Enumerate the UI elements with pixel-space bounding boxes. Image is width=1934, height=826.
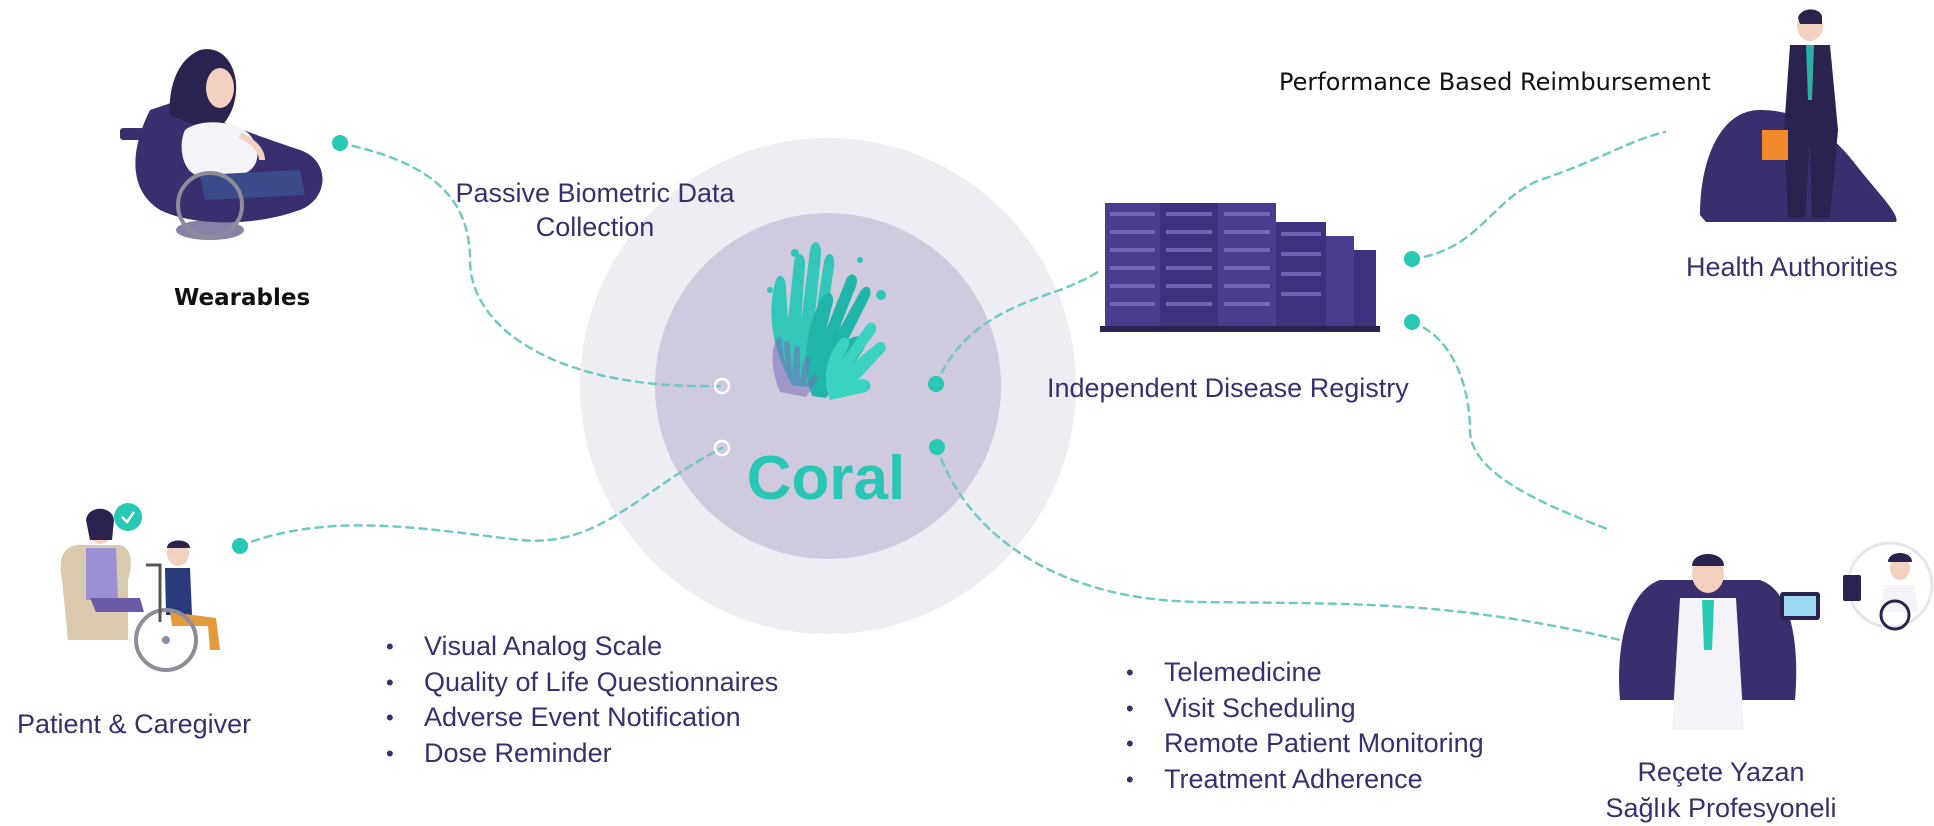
connector-registry [934,268,1102,386]
coral-wordmark: Coral [747,444,905,513]
patient-caregiver-illustration [60,503,220,672]
prescriber-line-2: Sağlık Profesyoneli [1605,793,1837,823]
list-item: Quality of Life Questionnaires [386,665,778,701]
wearables-label: Wearables [174,285,311,311]
dot-registry-left [928,376,944,392]
official-person-illustration [1700,9,1897,222]
doctor-telehealth-illustration [1619,541,1934,730]
patient-caregiver-label: Patient & Caregiver [17,709,252,739]
prescriber-line-1: Reçete Yazan [1637,757,1805,787]
connector-registry-clinician [1410,320,1612,532]
health-authorities-label: Health Authorities [1686,252,1898,282]
coral-hands-logo: Coral [747,242,905,513]
wearable-user-illustration [120,49,323,240]
passive-data-line-2: Collection [535,212,655,242]
registry-label: Independent Disease Registry [1047,373,1409,403]
dot-clinician-left [929,439,945,455]
connector-authorities [1410,130,1667,261]
passive-data-line-1: Passive Biometric Data [455,178,735,208]
server-rack-illustration [1100,203,1380,332]
list-item: Treatment Adherence [1126,762,1484,798]
dot-patient [232,538,248,554]
open-dot-patient [713,439,731,457]
list-item: Visual Analog Scale [386,629,778,665]
passive-data-label: Passive Biometric Data Collection [430,176,760,244]
list-item: Visit Scheduling [1126,691,1484,727]
dot-authorities [1404,251,1420,267]
connector-patient [238,446,724,548]
dot-wearables [332,135,348,151]
list-item: Dose Reminder [386,736,778,772]
connector-clinician [935,445,1622,642]
list-item: Adverse Event Notification [386,700,778,736]
connector-wearables [338,141,722,388]
open-dot-wearables [713,377,731,395]
prescriber-label: Reçete Yazan Sağlık Profesyoneli [1591,754,1851,826]
list-item: Telemedicine [1126,655,1484,691]
patient-feature-list: Visual Analog Scale Quality of Life Ques… [386,629,778,771]
clinician-feature-list: Telemedicine Visit Scheduling Remote Pat… [1126,655,1484,797]
dot-registry-right [1404,314,1420,330]
reimbursement-label: Performance Based Reimbursement [1279,68,1711,96]
list-item: Remote Patient Monitoring [1126,726,1484,762]
